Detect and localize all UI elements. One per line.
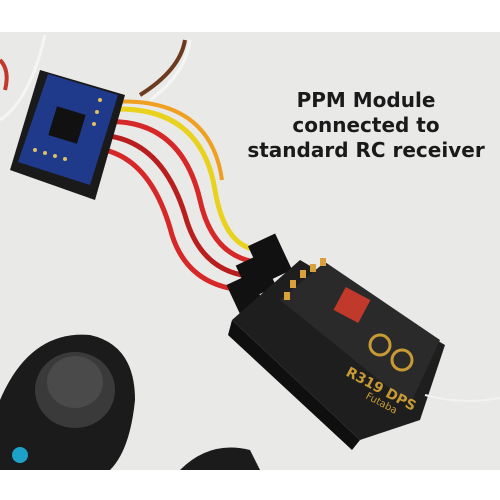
servo-connectors: [226, 233, 293, 314]
caption: PPM Module connected to standard RC rece…: [232, 88, 500, 163]
antenna-wire: [424, 394, 500, 402]
caption-line: PPM Module: [296, 88, 436, 112]
stray-white-wire: [149, 39, 192, 102]
white-wire: [0, 34, 47, 122]
servo-wire-bundle: [91, 99, 263, 293]
stray-red-wire: [0, 58, 9, 91]
transmitter-joystick: [0, 334, 260, 470]
caption-line: standard RC receiver: [247, 138, 485, 162]
stray-brown-wire: [138, 39, 187, 97]
caption-line: connected to: [292, 113, 440, 137]
rc-receiver: R319 DPS Futaba: [228, 258, 445, 450]
ppm-module-board: [10, 70, 125, 200]
